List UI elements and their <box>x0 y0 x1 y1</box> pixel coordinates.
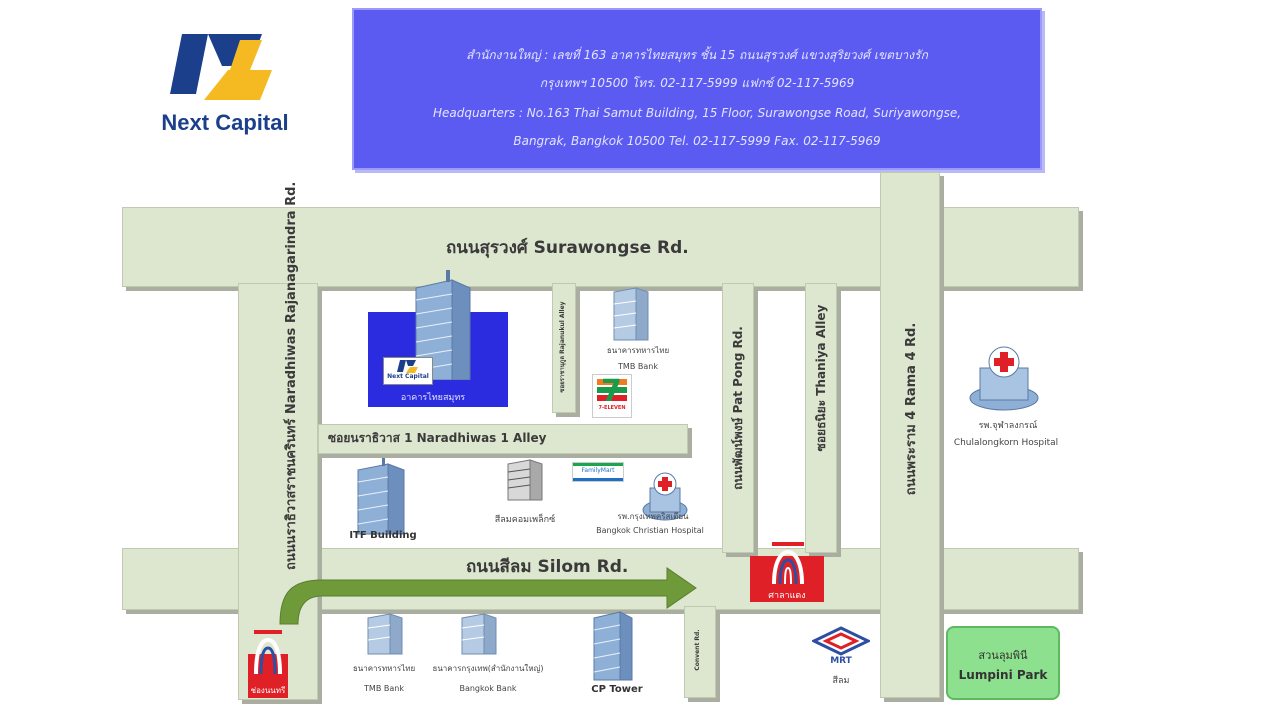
chulalongkorn-hospital-icon <box>969 346 1039 411</box>
family-mart-label: FamilyMart <box>581 467 615 474</box>
bch-label-en: Bangkok Christian Hospital <box>596 526 704 535</box>
thaniya-alley <box>805 283 837 553</box>
lumpini-park: สวนลุมพินี Lumpini Park <box>946 626 1060 700</box>
mrt-station-label: สีลม <box>832 676 850 686</box>
thai-address-line-2: กรุงเทพฯ 10500 โทร. 02-117-5999 แฟกซ์ 02… <box>539 76 855 90</box>
silom-complex-label: สีลมคอมเพล็กซ์ <box>494 515 556 525</box>
tmb-bank-building-icon <box>613 287 649 341</box>
office-tower-icon <box>415 270 471 380</box>
cp-tower-icon <box>593 611 633 681</box>
silom-road-label: ถนนสีลม Silom Rd. <box>466 557 629 577</box>
bts-chong-nonsi-label: ช่องนนทรี <box>250 686 286 695</box>
itf-building-icon <box>357 458 405 535</box>
thai-address-line-1: สำนักงานใหญ่ : เลขที่ 163 อาคารไทยสมุทร … <box>466 48 928 62</box>
logo-mark-icon <box>170 34 272 100</box>
convent-road <box>684 606 716 698</box>
direction-arrow-icon <box>279 567 697 625</box>
surawongse-road-label: ถนนสุรวงศ์ Surawongse Rd. <box>446 238 689 258</box>
logo-brand-text: Next Capital <box>161 110 289 135</box>
mini-logo-icon <box>397 360 418 373</box>
next-capital-logo: Next Capital <box>122 30 328 138</box>
mrt-label: MRT <box>830 656 852 666</box>
bts-sala-daeng-label: ศาลาแดง <box>768 591 806 601</box>
next-capital-sign-text: Next Capital <box>387 373 429 380</box>
next-capital-sign: Next Capital <box>383 357 433 385</box>
patpong-road-label: ถนนพัฒน์พงษ์ Pat Pong Rd. <box>731 326 745 490</box>
bts-logo-icon <box>254 630 282 675</box>
tmb-bank-bottom-icon <box>367 613 403 655</box>
tmb-bottom-label-th: ธนาคารทหารไทย <box>352 664 416 673</box>
english-address-line-2: Bangrak, Bangkok 10500 Tel. 02-117-5999 … <box>513 134 881 148</box>
rajanukul-alley <box>552 283 576 413</box>
patpong-road <box>722 283 754 553</box>
lumpini-label-en: Lumpini Park <box>958 668 1048 682</box>
chula-label-en: Chulalongkorn Hospital <box>953 438 1059 448</box>
narathiwas-road-label: ถนนนราธิวาสราชนครินทร์ Naradhiwas Rajana… <box>284 181 299 570</box>
bts-chong-nonsi-station: ช่องนนทรี <box>248 628 288 698</box>
english-address-line-1: Headquarters : No.163 Thai Samut Buildin… <box>432 106 962 120</box>
tmb-top-label-en: TMB Bank <box>618 362 658 371</box>
bch-label-th: รพ.กรุงเทพคริสเตียน <box>617 512 689 521</box>
seven-eleven-icon: 7 7-ELEVEN <box>592 374 632 418</box>
bangkok-bank-icon <box>461 613 497 655</box>
bbl-label-th: ธนาคารกรุงเทพ(สำนักงานใหญ่) <box>432 664 544 673</box>
thaniya-alley-label: ซอยธนิยะ Thaniya Alley <box>814 304 828 452</box>
bbl-label-en: Bangkok Bank <box>459 684 517 693</box>
tmb-top-label-th: ธนาคารทหารไทย <box>606 346 670 355</box>
mrt-logo-icon <box>812 626 870 656</box>
seven-eleven-label: 7-ELEVEN <box>598 405 626 411</box>
silom-complex-icon <box>507 459 543 501</box>
lumpini-label-th: สวนลุมพินี <box>978 649 1028 662</box>
bts-sala-daeng-station: ศาลาแดง <box>750 540 824 602</box>
rajanukul-alley-label: ซอยราชานุกูล Rajanukul Alley <box>559 301 566 393</box>
rama4-road <box>880 172 940 698</box>
cp-tower-label: CP Tower <box>591 684 643 695</box>
tmb-bottom-label-en: TMB Bank <box>364 684 404 693</box>
thai-samut-label: อาคารไทยสมุทร <box>400 393 466 403</box>
headquarters-address-box: สำนักงานใหญ่ : เลขที่ 163 อาคารไทยสมุทร … <box>352 8 1042 170</box>
bts-logo-icon <box>772 542 804 585</box>
itf-building-label: ITF Building <box>349 530 417 541</box>
hospital-icon <box>642 472 688 521</box>
chula-label-th: รพ.จุฬาลงกรณ์ <box>978 421 1038 431</box>
rama4-road-label: ถนนพระราม 4 Rama 4 Rd. <box>904 322 919 496</box>
narathiwas-1-alley-label: ซอยนราธิวาส 1 Naradhiwas 1 Alley <box>328 431 547 445</box>
family-mart-icon: FamilyMart <box>572 462 624 482</box>
narathiwas-1-alley <box>318 424 688 454</box>
